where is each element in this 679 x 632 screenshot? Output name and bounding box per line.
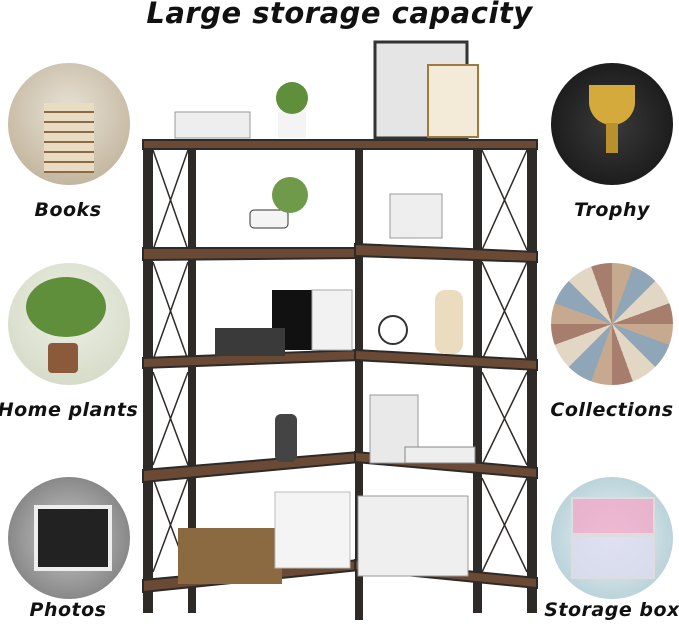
shelf-post-right xyxy=(527,143,537,613)
shelf-4 xyxy=(142,450,361,484)
shelf-post-middle xyxy=(355,150,363,620)
photos-label: Photos xyxy=(29,599,107,621)
plants-photo xyxy=(8,263,130,385)
shelf-post-left-rear xyxy=(188,143,196,613)
books-photo xyxy=(8,63,130,185)
books-label: Books xyxy=(34,199,102,221)
storage-box-photo xyxy=(551,477,673,599)
storage-box-label: Storage box xyxy=(544,599,679,621)
stamps-photo xyxy=(551,263,673,385)
trophy-label: Trophy xyxy=(574,199,650,221)
home-plants-label: Home plants xyxy=(0,399,139,421)
shelf-post-right-rear xyxy=(473,143,482,613)
trophy-photo xyxy=(551,63,673,185)
photo-frame-photo xyxy=(8,477,130,599)
shelf-top xyxy=(142,139,538,150)
shelf-2 xyxy=(142,247,361,262)
page-title: Large storage capacity xyxy=(146,0,533,30)
shelf-post-left xyxy=(143,143,153,613)
collections-label: Collections xyxy=(550,399,674,421)
